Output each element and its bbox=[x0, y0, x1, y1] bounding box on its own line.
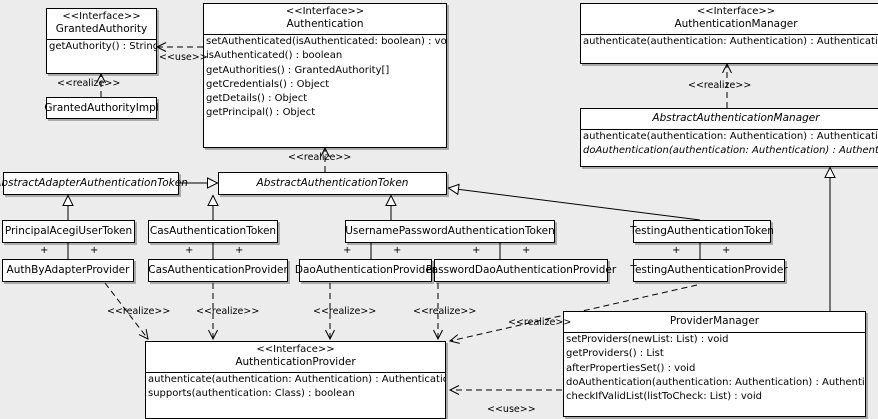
operation-getprincipal: getPrincipal() : Object bbox=[206, 107, 316, 119]
class-abstract-authentication-manager[interactable]: AbstractAuthenticationManager authentica… bbox=[580, 108, 878, 167]
class-name: AuthenticationProvider bbox=[235, 356, 356, 368]
assoc-plus-testing-left: + bbox=[672, 245, 681, 256]
class-header: <<Interface>> GrantedAuthority bbox=[47, 9, 156, 39]
operations-compartment: authenticate(authentication: Authenticat… bbox=[146, 372, 445, 402]
class-name: PrincipalAcegiUserToken bbox=[4, 225, 133, 237]
class-name: AuthenticationManager bbox=[674, 18, 798, 30]
edge-label-realize-p4: <<realize>> bbox=[413, 306, 477, 317]
class-granted-authority[interactable]: <<Interface>> GrantedAuthority getAuthor… bbox=[46, 8, 157, 74]
assoc-plus-principal-left: + bbox=[40, 245, 49, 256]
operation-authenticate: authenticate(authentication: Authenticat… bbox=[583, 131, 878, 142]
class-authentication-manager[interactable]: <<Interface>> AuthenticationManager auth… bbox=[580, 3, 878, 64]
operation-afterpropertiesset: afterPropertiesSet() : void bbox=[566, 362, 696, 374]
operation-setproviders: setProviders(newList: List) : void bbox=[566, 334, 729, 345]
assoc-plus-dao-left: + bbox=[343, 245, 352, 256]
assoc-plus-principal-right: + bbox=[90, 245, 99, 256]
class-stereotype: <<Interface>> bbox=[285, 6, 365, 17]
class-cas-authentication-token[interactable]: CasAuthenticationToken bbox=[148, 220, 278, 243]
assoc-plus-passworddao-left: + bbox=[472, 245, 481, 256]
class-cas-authentication-provider[interactable]: CasAuthenticationProvider bbox=[148, 259, 288, 282]
class-abstract-authentication-token[interactable]: AbstractAuthenticationToken bbox=[218, 172, 447, 195]
operations-compartment: authenticate(authentication: Authenticat… bbox=[581, 34, 878, 49]
class-name: UsernamePasswordAuthenticationToken bbox=[345, 225, 555, 237]
operation-getauthorities: getAuthorities() : GrantedAuthority[] bbox=[206, 64, 390, 76]
operation-getproviders: getProviders() : List bbox=[566, 348, 664, 360]
class-password-dao-authentication-provider[interactable]: PasswordDaoAuthenticationProvider bbox=[426, 259, 616, 282]
class-dao-authentication-provider[interactable]: DaoAuthenticationProvider bbox=[295, 259, 436, 282]
edge-realize-authbyadapterprovider bbox=[104, 282, 149, 340]
edge-label-use-bottom: <<use>> bbox=[487, 404, 536, 415]
edge-label-realize-auth-manager: <<realize>> bbox=[688, 80, 752, 91]
class-name: TestingAuthenticationProvider bbox=[630, 264, 788, 276]
edge-label-realize-p3: <<realize>> bbox=[313, 306, 377, 317]
class-authentication-provider[interactable]: <<Interface>> AuthenticationProvider aut… bbox=[145, 341, 446, 419]
class-header: AbstractAuthenticationManager bbox=[581, 109, 878, 129]
assoc-plus-passworddao-right: + bbox=[522, 245, 531, 256]
assoc-plus-cas-left: + bbox=[185, 245, 194, 256]
class-authentication[interactable]: <<Interface>> Authentication setAuthenti… bbox=[203, 3, 447, 148]
operation-doauthentication: doAuthentication(authentication: Authent… bbox=[583, 145, 878, 157]
class-header: <<Interface>> AuthenticationProvider bbox=[146, 342, 445, 372]
class-name: TestingAuthenticationToken bbox=[630, 225, 774, 237]
class-header: <<Interface>> AuthenticationManager bbox=[581, 4, 878, 34]
class-name: AbstractAuthenticationToken bbox=[256, 177, 409, 189]
class-granted-authority-impl[interactable]: GrantedAuthorityImpl bbox=[44, 97, 159, 119]
class-name: DaoAuthenticationProvider bbox=[294, 264, 437, 276]
operation-authenticate: authenticate(authentication: Authenticat… bbox=[148, 374, 445, 385]
operation-doauthentication: doAuthentication(authentication: Authent… bbox=[566, 376, 865, 388]
class-provider-manager[interactable]: ProviderManager setProviders(newList: Li… bbox=[563, 311, 866, 417]
class-name: PasswordDaoAuthenticationProvider bbox=[425, 264, 617, 276]
edge-label-use-top-left: <<use>> bbox=[159, 52, 208, 63]
class-name: ProviderManager bbox=[669, 315, 760, 327]
class-testing-authentication-provider[interactable]: TestingAuthenticationProvider bbox=[630, 259, 788, 282]
assoc-plus-dao-right: + bbox=[393, 245, 402, 256]
operation-getdetails: getDetails() : Object bbox=[206, 93, 308, 105]
edge-generalize-testingauthenticationtoken bbox=[447, 183, 701, 221]
operation-isauthenticated: isAuthenticated() : boolean bbox=[206, 50, 343, 62]
class-username-password-authentication-token[interactable]: UsernamePasswordAuthenticationToken bbox=[345, 220, 555, 243]
class-name: AbstractAdapterAuthenticationToken bbox=[0, 177, 188, 189]
class-header: ProviderManager bbox=[564, 312, 865, 332]
class-name: Authentication bbox=[286, 18, 364, 30]
class-name: GrantedAuthority bbox=[55, 23, 148, 35]
operations-compartment: authenticate(authentication: Authenticat… bbox=[581, 129, 878, 159]
edge-label-realize-granted-authority: <<realize>> bbox=[57, 78, 121, 89]
class-stereotype: <<Interface>> bbox=[62, 11, 141, 22]
class-name: AbstractAuthenticationManager bbox=[652, 112, 820, 124]
operations-compartment: setAuthenticated(isAuthenticated: boolea… bbox=[204, 34, 446, 121]
operation-getauthority: getAuthority() : String bbox=[49, 41, 156, 52]
operation-checkifvalidlist: checkIfValidList(listToCheck: List) : vo… bbox=[566, 391, 763, 403]
class-header: <<Interface>> Authentication bbox=[204, 4, 446, 34]
class-name: GrantedAuthorityImpl bbox=[44, 101, 159, 114]
assoc-plus-cas-right: + bbox=[235, 245, 244, 256]
class-principal-acegi-user-token[interactable]: PrincipalAcegiUserToken bbox=[2, 220, 135, 243]
class-abstract-adapter-authentication-token[interactable]: AbstractAdapterAuthenticationToken bbox=[0, 172, 188, 195]
class-testing-authentication-token[interactable]: TestingAuthenticationToken bbox=[630, 220, 774, 243]
operation-authenticate: authenticate(authentication: Authenticat… bbox=[583, 36, 878, 47]
edge-label-realize-p2: <<realize>> bbox=[196, 306, 260, 317]
operation-getcredentials: getCredentials() : Object bbox=[206, 78, 330, 90]
class-name: AuthByAdapterProvider bbox=[6, 264, 130, 276]
edge-realize-testingauthenticationprovider bbox=[448, 284, 698, 344]
operation-supports: supports(authentication: Class) : boolea… bbox=[148, 388, 355, 400]
assoc-plus-testing-right: + bbox=[722, 245, 731, 256]
edge-label-realize-p1: <<realize>> bbox=[107, 306, 171, 317]
edge-label-realize-authentication: <<realize>> bbox=[288, 152, 352, 163]
operations-compartment: setProviders(newList: List) : void getPr… bbox=[564, 332, 865, 404]
class-auth-by-adapter-provider[interactable]: AuthByAdapterProvider bbox=[2, 259, 134, 282]
operations-compartment: getAuthority() : String bbox=[47, 39, 156, 54]
class-name: CasAuthenticationToken bbox=[149, 225, 277, 237]
edge-label-realize-p5: <<realize>> bbox=[508, 317, 572, 328]
class-stereotype: <<Interface>> bbox=[696, 6, 776, 17]
class-name: CasAuthenticationProvider bbox=[148, 264, 288, 276]
class-stereotype: <<Interface>> bbox=[256, 344, 335, 355]
operation-setauthenticated: setAuthenticated(isAuthenticated: boolea… bbox=[206, 36, 446, 47]
